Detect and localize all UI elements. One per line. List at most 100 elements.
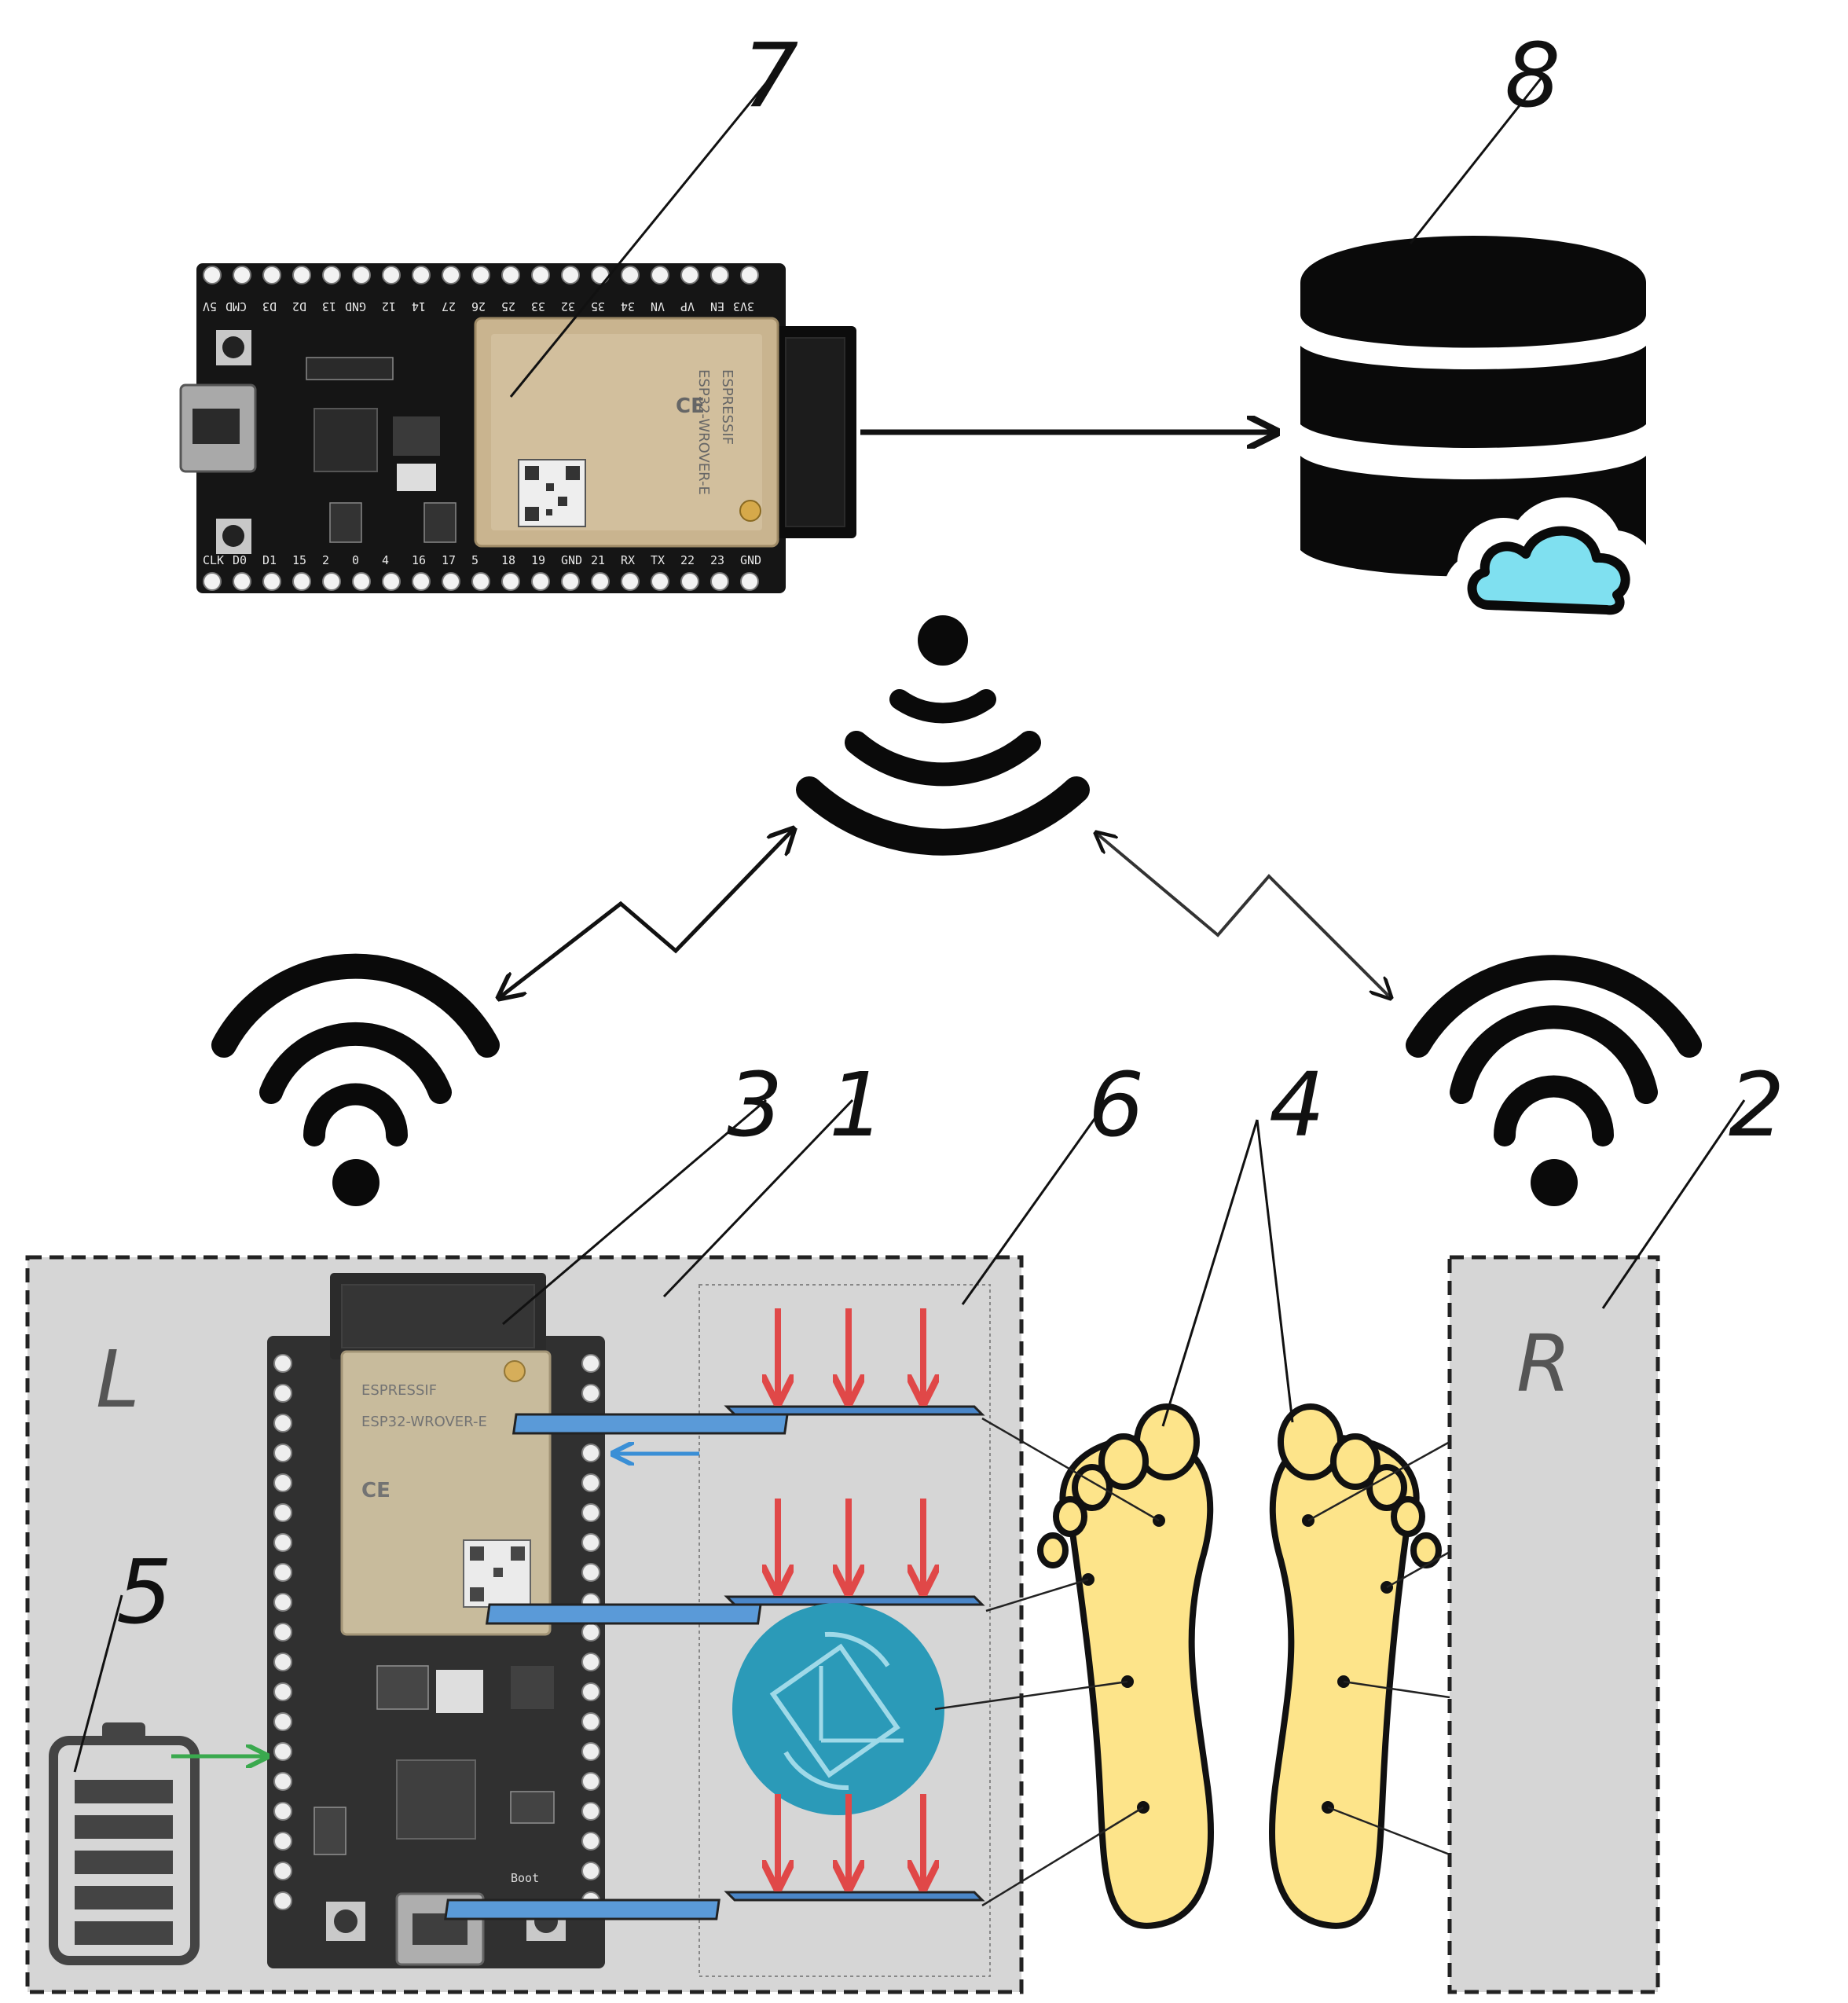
- pin-hole: [273, 1593, 292, 1612]
- pressure-sensor-1: [512, 1308, 985, 1435]
- pin-hole: [561, 572, 580, 591]
- pin-hole: [273, 1503, 292, 1522]
- pin-hole: [273, 1623, 292, 1642]
- pin-hole: [680, 572, 699, 591]
- pin-label: 5V: [203, 299, 217, 314]
- pin-header-left: [273, 1354, 600, 1910]
- pin-hole: [273, 1384, 292, 1403]
- pin-label: 16: [412, 553, 426, 567]
- pin-hole: [412, 266, 431, 284]
- wireless-link-left: [499, 829, 794, 998]
- battery-icon: [49, 1722, 200, 1965]
- label-2: 2: [1729, 1055, 1784, 1157]
- pin-hole: [273, 1832, 292, 1851]
- pin-hole: [581, 1533, 600, 1552]
- pin-label: 26: [471, 299, 486, 314]
- pin-hole: [651, 572, 669, 591]
- pin-header-top: [203, 266, 759, 284]
- leader-line-4b: [1256, 1119, 1294, 1423]
- gyroscope-icon: [732, 1603, 944, 1815]
- pin-hole: [322, 572, 341, 591]
- wireless-link-right: [1096, 833, 1391, 998]
- pin-hole: [621, 572, 640, 591]
- leader-line-5: [73, 1594, 123, 1773]
- pin-label: 18: [501, 553, 515, 567]
- pin-label: 17: [442, 553, 456, 567]
- pressure-sensor-3: [444, 1794, 985, 1920]
- pin-label: CLK: [203, 553, 224, 567]
- pin-hole: [581, 1653, 600, 1671]
- label-4: 4: [1269, 1055, 1325, 1157]
- pin-hole: [581, 1832, 600, 1851]
- left-module-brand: ESPRESSIF: [361, 1382, 437, 1399]
- pin-label: EN: [710, 299, 724, 314]
- module-name: ESP32-WROVER-E: [695, 369, 712, 495]
- pin-hole: [273, 1653, 292, 1671]
- pin-hole: [382, 572, 401, 591]
- pin-label: 3V3: [733, 299, 754, 314]
- pin-hole: [531, 266, 550, 284]
- pin-hole: [581, 1712, 600, 1731]
- pin-label: 23: [710, 553, 724, 567]
- pin-label: D3: [262, 299, 277, 314]
- pin-hole: [382, 266, 401, 284]
- right-foot-connectors: [1307, 1440, 1450, 1856]
- pin-label: 13: [322, 299, 336, 314]
- pin-hole: [273, 1742, 292, 1761]
- wifi-icon-left: [211, 953, 500, 1206]
- leader-line-6: [961, 1099, 1109, 1305]
- pin-label: 33: [531, 299, 545, 314]
- foot-points-right: [1302, 1514, 1393, 1814]
- pin-label: D1: [262, 553, 277, 567]
- pin-header-bottom: [203, 572, 759, 591]
- pin-label: 15: [292, 553, 306, 567]
- pin-hole: [581, 1682, 600, 1701]
- pin-label: 4: [382, 553, 389, 567]
- pin-hole: [273, 1414, 292, 1433]
- pin-hole: [531, 572, 550, 591]
- pin-hole: [273, 1354, 292, 1373]
- pin-hole: [203, 572, 222, 591]
- leader-line-7: [509, 58, 787, 398]
- left-module-name: ESP32-WROVER-E: [361, 1414, 487, 1430]
- pin-hole: [233, 266, 251, 284]
- left-foot-connectors: [934, 1417, 1160, 1907]
- leader-line-2: [1601, 1099, 1746, 1309]
- pin-hole: [581, 1473, 600, 1492]
- pin-hole: [352, 266, 371, 284]
- pin-label: 27: [442, 299, 456, 314]
- right-foot-icon: [1268, 1403, 1442, 1929]
- pin-label: 32: [561, 299, 575, 314]
- leader-line-3: [502, 1099, 767, 1326]
- cloud-database-icon: [1296, 236, 1657, 638]
- pin-label: GND: [740, 553, 761, 567]
- pin-hole: [710, 572, 729, 591]
- pin-hole: [561, 266, 580, 284]
- left-side-letter: L: [96, 1333, 140, 1425]
- pin-label: 21: [591, 553, 605, 567]
- pin-label: VN: [651, 299, 665, 314]
- module-brand: ESPRESSIF: [719, 369, 735, 445]
- pin-hole: [352, 572, 371, 591]
- pin-label: 0: [352, 553, 359, 567]
- pin-hole: [471, 266, 490, 284]
- sensor-group-frame: [698, 1284, 991, 1977]
- pin-label: 12: [382, 299, 396, 314]
- pin-hole: [273, 1444, 292, 1462]
- left-ce-mark: CE: [361, 1479, 390, 1502]
- pressure-sensor-2: [485, 1499, 985, 1625]
- pin-hole: [442, 572, 460, 591]
- pin-hole: [591, 572, 610, 591]
- pin-hole: [273, 1712, 292, 1731]
- pin-hole: [273, 1862, 292, 1880]
- pin-hole: [581, 1384, 600, 1403]
- pin-hole: [273, 1533, 292, 1552]
- pin-hole: [442, 266, 460, 284]
- pin-label: CMD: [226, 299, 247, 314]
- pin-hole: [273, 1682, 292, 1701]
- left-foot-icon: [1037, 1403, 1215, 1929]
- pin-hole: [292, 266, 311, 284]
